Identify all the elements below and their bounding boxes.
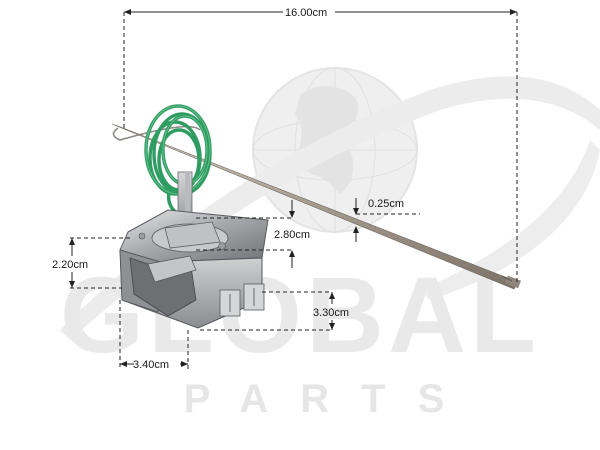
body-height-label: 2.20cm [52,259,88,271]
thermostat [111,104,521,329]
terminal-tabs [219,283,265,317]
watermark-logo: GLOBAL PARTS [60,67,600,421]
terminal-height-label: 3.30cm [313,307,349,319]
probe-tip-slot [501,275,513,282]
bulb-diameter-label: 0.25cm [368,198,404,210]
shaft-flat [185,172,190,232]
watermark-swoosh [60,76,600,340]
probe-tip [505,275,521,289]
rivet [138,232,146,240]
dimension-labels: 16.00cm 0.25cm 2.80cm 2.20cm 3.30cm 3.40… [52,5,404,371]
watermark-sub: PARTS [184,377,477,421]
rivet [218,242,226,250]
watermark-swoosh-lower [420,140,600,300]
capillary-wire-loop [112,125,201,141]
contact-spring [147,255,197,283]
shaft-height-label: 2.80cm [274,229,310,241]
body-width-label: 3.40cm [133,359,169,371]
capillary-length-label: 16.00cm [285,7,327,19]
clamp-bracket [164,221,221,249]
